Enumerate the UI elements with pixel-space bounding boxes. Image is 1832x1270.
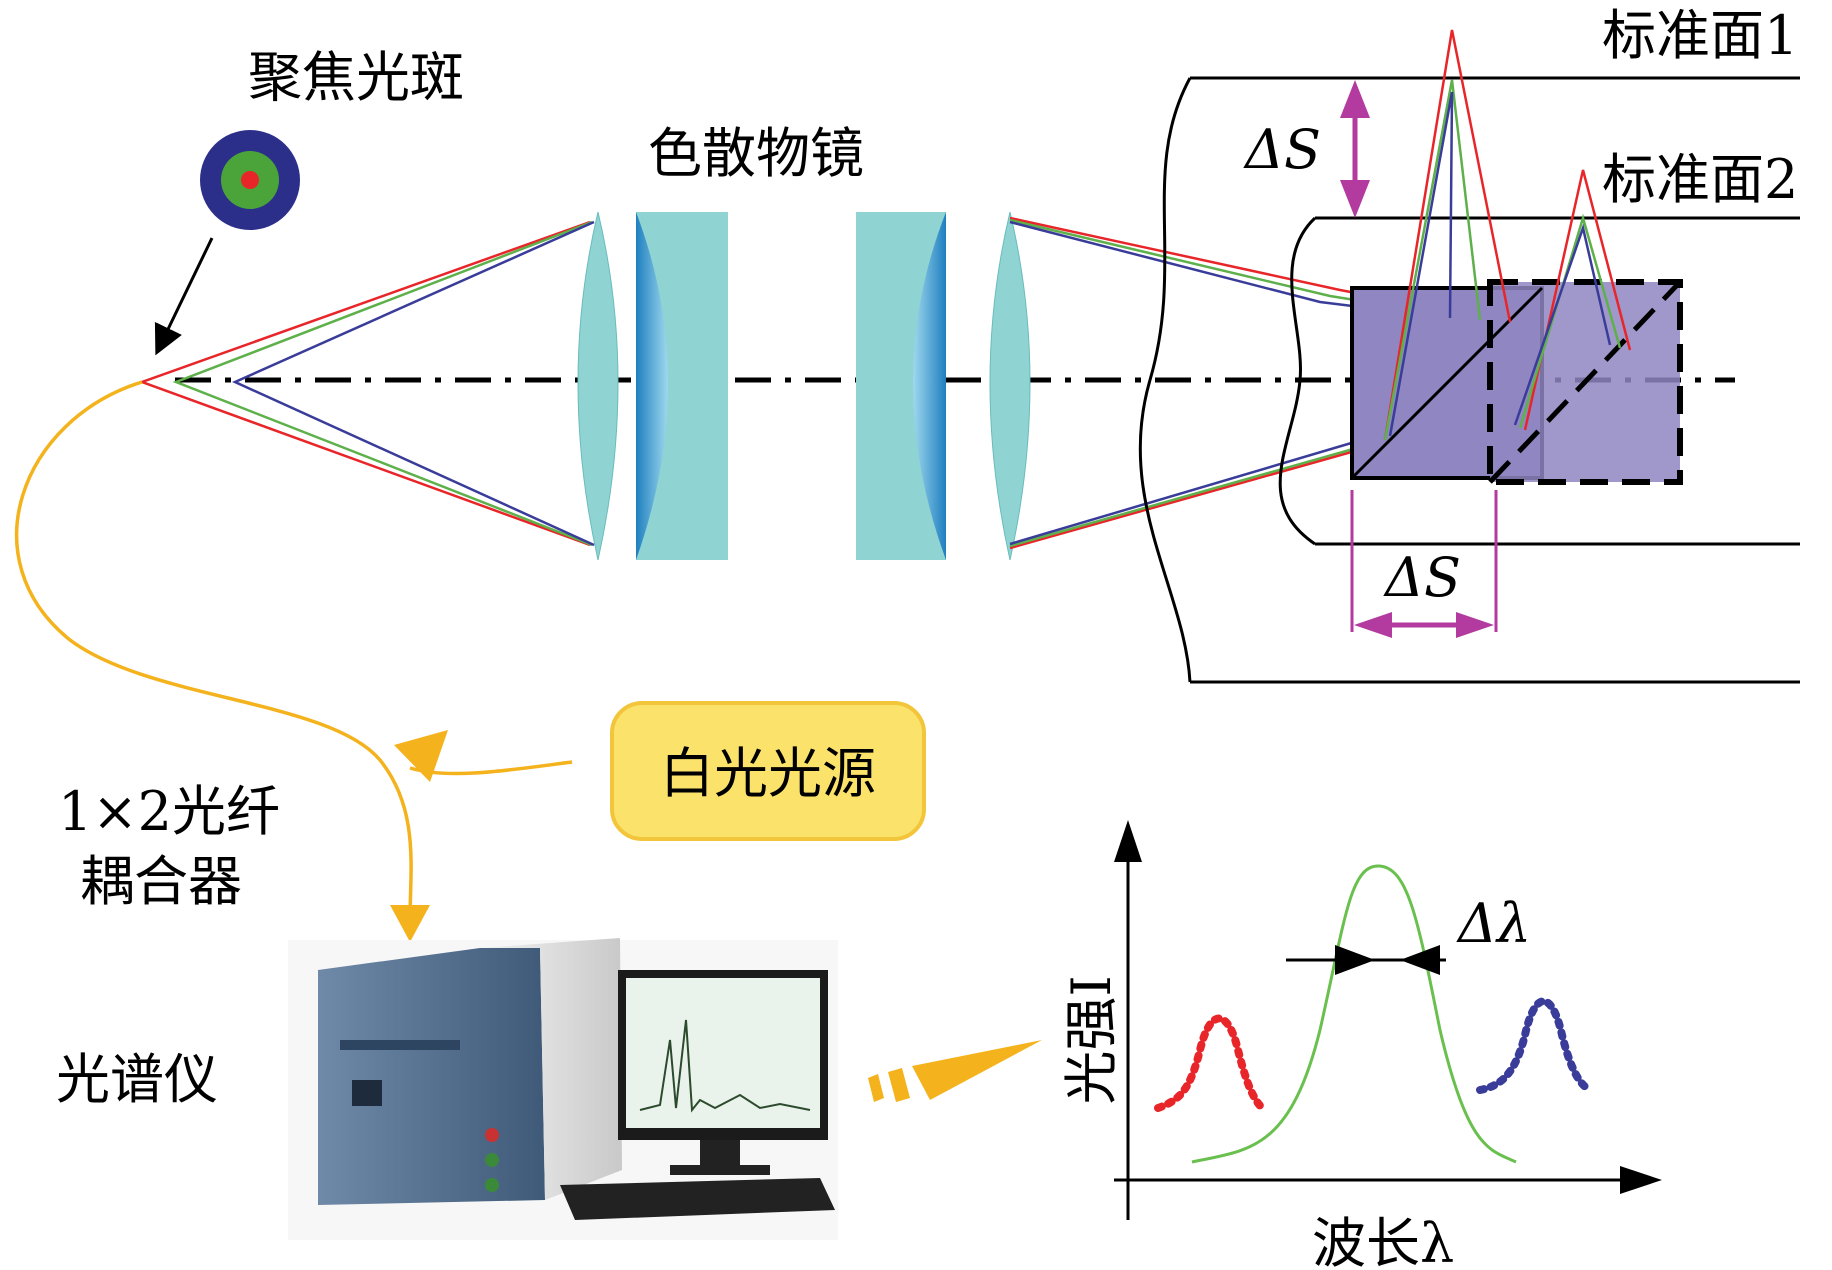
ray-red-in <box>138 220 591 547</box>
y-axis-arrow <box>1114 820 1142 862</box>
peak-red-1 <box>1383 29 1512 441</box>
cube-diagonal-2 <box>1488 280 1682 484</box>
spectrometer-image <box>288 938 838 1240</box>
peak-green-1 <box>1383 79 1482 441</box>
focus-spot-icon <box>200 130 300 230</box>
delta-s-vertical-arrow <box>1340 80 1370 218</box>
break-line-outer <box>1138 77 1192 683</box>
curve-blue <box>1476 997 1594 1094</box>
white-light-source-label: 白光光源 <box>660 742 876 805</box>
break-line-inner <box>1278 216 1317 546</box>
spectrum-graph <box>1114 820 1662 1220</box>
coupler-label-line2: 耦合器 <box>80 850 242 913</box>
fiber-arrow-to-coupler <box>394 730 448 782</box>
ray-green-in <box>172 220 593 547</box>
curve-green <box>1191 864 1517 1164</box>
fiber-arrow-to-spectrometer <box>390 905 430 942</box>
ref-plane-2-label: 标准面2 <box>1602 148 1798 211</box>
lens-3-concave <box>913 212 946 560</box>
peak-green-2 <box>1518 213 1622 429</box>
sample-cubes <box>1350 279 1683 485</box>
dispersive-objective <box>577 211 1031 561</box>
delta-lambda-label: Δλ <box>1456 892 1531 955</box>
ray-blue-in <box>231 220 595 547</box>
delta-lambda-arrow-left <box>1335 945 1375 975</box>
lens-1 <box>577 211 619 561</box>
focus-spot-label: 聚焦光斑 <box>248 46 464 109</box>
ref-plane-1-label: 标准面1 <box>1602 4 1798 67</box>
lens-2-concave <box>636 212 668 560</box>
objective-label: 色散物镜 <box>648 122 864 185</box>
delta-lambda-arrow-right <box>1400 945 1440 975</box>
focus-spot-arrow <box>154 237 214 356</box>
x-axis-arrow <box>1620 1166 1662 1194</box>
y-axis-label: 光强I <box>1060 975 1123 1104</box>
spectrometer-label: 光谱仪 <box>56 1048 218 1111</box>
peak-blue-1 <box>1388 91 1454 437</box>
delta-s-horizontal-arrow <box>1350 490 1498 638</box>
delta-s-vertical-label: ΔS <box>1243 118 1321 181</box>
reflection-peaks <box>1383 29 1632 441</box>
x-axis-label: 波长λ <box>1312 1212 1454 1270</box>
input-rays <box>138 220 595 547</box>
spectrometer-to-graph-arrow <box>868 1040 1042 1102</box>
curve-red <box>1154 1014 1266 1112</box>
delta-s-horizontal-label: ΔS <box>1383 546 1461 609</box>
lens-4 <box>989 211 1031 561</box>
white-light-source-box <box>610 701 926 841</box>
reference-planes <box>1138 76 1800 684</box>
coupler-label-line1: 1×2光纤 <box>58 780 280 843</box>
peak-blue-2 <box>1513 223 1612 426</box>
